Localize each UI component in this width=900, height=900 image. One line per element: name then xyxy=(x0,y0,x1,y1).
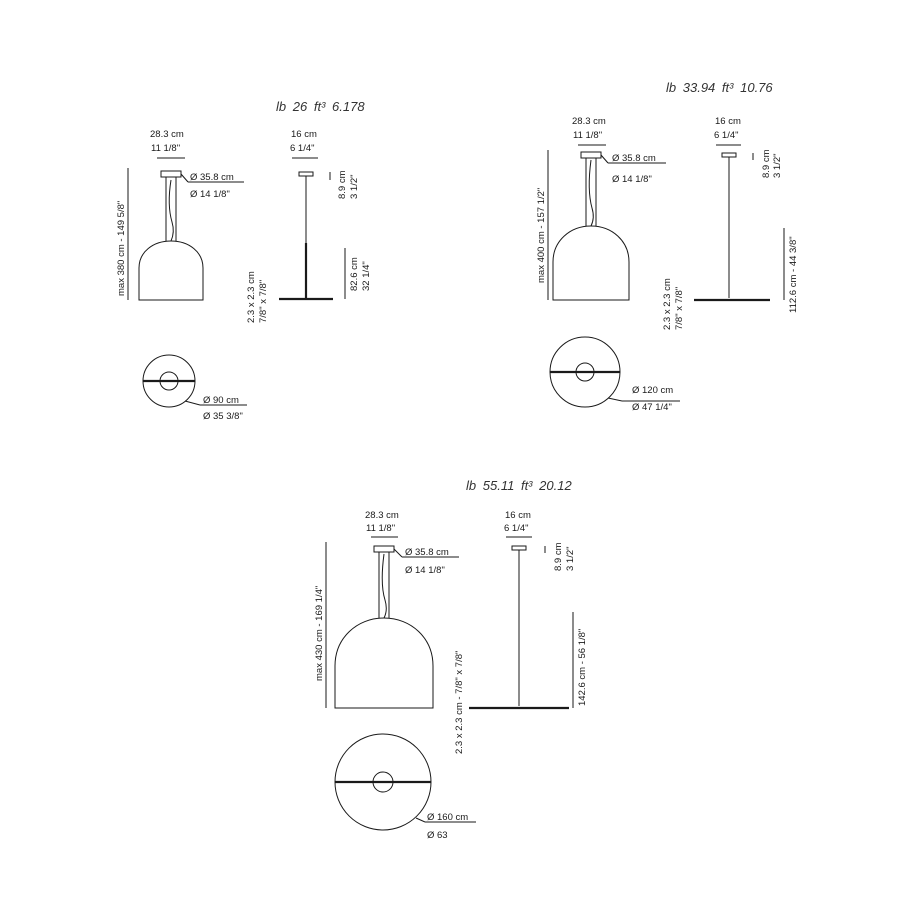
diameter-in: Ø 47 1/4" xyxy=(632,402,672,413)
bell-shade xyxy=(138,240,204,301)
leader-line xyxy=(600,154,609,164)
base-width-in: 7/8" x 7/8" xyxy=(674,287,685,330)
cable-curve xyxy=(381,553,387,619)
side-view-medium: 16 cm 6 1/4" 8.9 cm 3 1/2" 112.6 cm - 44… xyxy=(662,116,799,330)
side-height-label: 142.6 cm - 56 1/8" xyxy=(577,629,588,706)
base-width-cm: 2.3 x 2.3 cm xyxy=(246,271,257,323)
canopy xyxy=(373,545,395,553)
weight-volume-label-small: lb 26 ft³ 6.178 xyxy=(276,99,365,114)
canopy-dia-in: Ø 14 1/8" xyxy=(612,174,652,185)
side-top-cm: 16 cm xyxy=(715,116,741,127)
plan-canopy xyxy=(372,771,394,793)
side-view-small: 16 cm 6 1/4" 8.9 cm 3 1/2" 82.6 cm 32 1/… xyxy=(246,129,372,323)
variant-large: lb 55.11 ft³ 20.12 28.3 cm 11 1/8" Ø 35.… xyxy=(314,478,588,841)
side-drop-cm: 8.9 cm xyxy=(761,149,772,178)
side-drop-in: 3 1/2" xyxy=(772,153,783,178)
diameter-in: Ø 35 3/8" xyxy=(203,411,243,422)
leader-line xyxy=(415,817,426,823)
base-width-in: 7/8" x 7/8" xyxy=(258,280,269,323)
diameter-in: Ø 63 xyxy=(427,830,448,841)
base-width-cm: 2.3 x 2.3 cm xyxy=(662,278,673,330)
diameter-cm: Ø 120 cm xyxy=(632,385,673,396)
leader-line xyxy=(607,397,623,402)
variant-small: lb 26 ft³ 6.178 28.3 cm 11 1/8" Ø 35.8 c… xyxy=(116,99,372,422)
canopy-dia-cm: Ø 35.8 cm xyxy=(612,153,656,164)
side-drop-cm: 8.9 cm xyxy=(337,170,348,199)
plan-view-medium: Ø 120 cm Ø 47 1/4" xyxy=(549,336,680,413)
side-canopy xyxy=(721,152,737,158)
leader-line xyxy=(184,400,201,406)
side-canopy xyxy=(511,545,527,551)
side-top-in: 6 1/4" xyxy=(290,143,315,154)
variant-medium: lb 33.94 ft³ 10.76 28.3 cm 11 1/8" Ø 35.… xyxy=(536,80,799,413)
front-view-small: 28.3 cm 11 1/8" Ø 35.8 cm Ø 14 1/8" max … xyxy=(116,129,244,301)
side-height-cm: 82.6 cm xyxy=(349,257,360,291)
canopy-dia-cm: Ø 35.8 cm xyxy=(405,547,449,558)
canopy xyxy=(160,170,182,178)
plan-canopy xyxy=(575,362,595,382)
side-view-large: 16 cm 6 1/4" 8.9 cm 3 1/2" 142.6 cm - 56… xyxy=(454,510,588,754)
canopy-width-in: 11 1/8" xyxy=(573,130,602,141)
canopy-width-cm: 28.3 cm xyxy=(150,129,184,140)
side-top-in: 6 1/4" xyxy=(714,130,739,141)
side-top-in: 6 1/4" xyxy=(504,523,529,534)
canopy-dia-in: Ø 14 1/8" xyxy=(190,189,230,200)
max-height-label: max 400 cm - 157 1/2" xyxy=(536,188,547,283)
canopy-width-cm: 28.3 cm xyxy=(572,116,606,127)
side-top-cm: 16 cm xyxy=(505,510,531,521)
leader-line xyxy=(393,548,403,558)
front-view-large: 28.3 cm 11 1/8" Ø 35.8 cm Ø 14 1/8" max … xyxy=(314,510,459,709)
plan-canopy xyxy=(159,371,179,391)
bell-shade xyxy=(334,617,434,709)
side-height-label: 112.6 cm - 44 3/8" xyxy=(788,236,799,313)
side-drop-cm: 8.9 cm xyxy=(553,542,564,571)
base-width-label: 2.3 x 2.3 cm - 7/8" x 7/8" xyxy=(454,651,465,754)
side-height-in: 32 1/4" xyxy=(361,261,372,291)
plan-view-small: Ø 90 cm Ø 35 3/8" xyxy=(142,354,247,422)
bell-shade xyxy=(552,225,630,301)
plan-view-large: Ø 160 cm Ø 63 xyxy=(334,733,476,841)
canopy xyxy=(580,151,602,159)
leader-line xyxy=(180,173,189,183)
max-height-label: max 430 cm - 169 1/4" xyxy=(314,586,325,681)
canopy-width-in: 11 1/8" xyxy=(366,523,395,534)
side-drop-in: 3 1/2" xyxy=(565,546,576,571)
cable-curve xyxy=(588,159,594,227)
weight-volume-label-medium: lb 33.94 ft³ 10.76 xyxy=(666,80,773,95)
max-height-label: max 380 cm - 149 5/8" xyxy=(116,201,127,296)
canopy-dia-cm: Ø 35.8 cm xyxy=(190,172,234,183)
diameter-cm: Ø 160 cm xyxy=(427,812,468,823)
weight-volume-label-large: lb 55.11 ft³ 20.12 xyxy=(466,478,572,493)
canopy-dia-in: Ø 14 1/8" xyxy=(405,565,445,576)
canopy-width-in: 11 1/8" xyxy=(151,143,180,154)
front-view-medium: 28.3 cm 11 1/8" Ø 35.8 cm Ø 14 1/8" max … xyxy=(536,116,666,301)
cable-curve xyxy=(168,179,174,242)
diameter-cm: Ø 90 cm xyxy=(203,395,239,406)
side-canopy xyxy=(298,171,314,177)
canopy-width-cm: 28.3 cm xyxy=(365,510,399,521)
side-drop-in: 3 1/2" xyxy=(349,174,360,199)
side-top-cm: 16 cm xyxy=(291,129,317,140)
